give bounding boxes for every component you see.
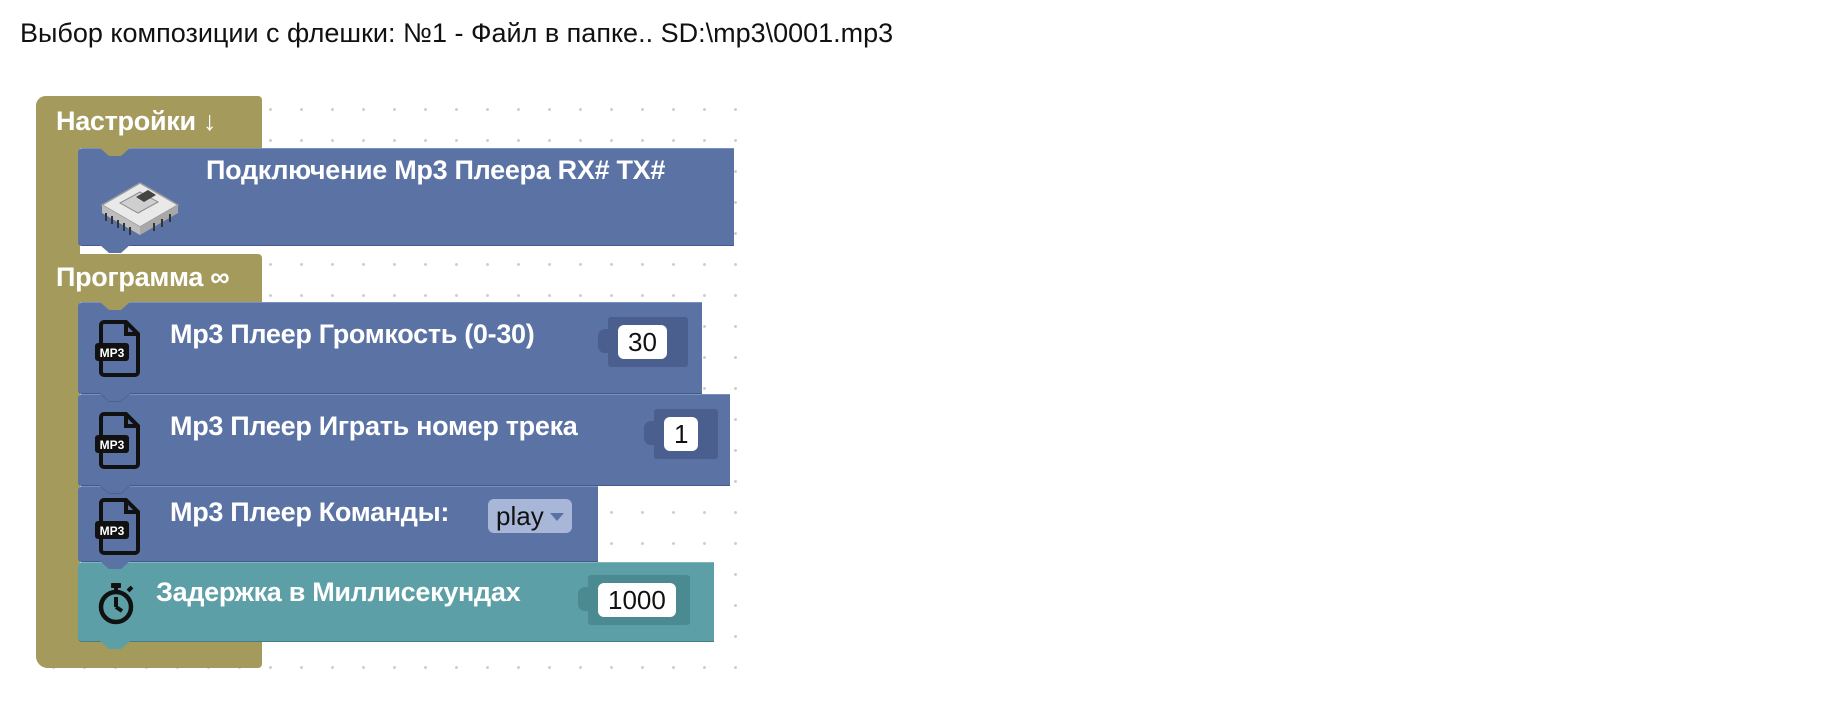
volume-value-socket: 30 bbox=[598, 317, 688, 367]
page-caption: Выбор композиции с флешки: №1 - Файл в п… bbox=[20, 18, 894, 48]
mp3-file-icon: MP3 bbox=[95, 498, 140, 555]
track-value-input[interactable]: 1 bbox=[664, 417, 699, 451]
program-block-header[interactable]: Программа ∞ bbox=[36, 254, 262, 302]
delay-block[interactable]: Задержка в Миллисекундах 1000 bbox=[78, 562, 714, 649]
mp3-connect-label: Подключение Mp3 Плеера RX# TX# bbox=[206, 155, 666, 185]
mp3-volume-block[interactable]: MP3 Mp3 Плеер Громкость (0-30) 30 bbox=[78, 302, 702, 401]
chevron-down-icon bbox=[549, 513, 564, 521]
mp3-play-track-block[interactable]: MP3 Mp3 Плеер Играть номер трека 1 bbox=[78, 394, 730, 493]
volume-value-input[interactable]: 30 bbox=[618, 325, 667, 359]
delay-value-input[interactable]: 1000 bbox=[598, 583, 676, 617]
command-dropdown-value: play bbox=[496, 500, 544, 531]
mp3-module-icon bbox=[100, 182, 180, 235]
block-notch bbox=[100, 148, 130, 156]
svg-text:MP3: MP3 bbox=[100, 346, 125, 360]
mp3-command-block[interactable]: MP3 Mp3 Плеер Команды: play bbox=[78, 486, 598, 569]
mp3-command-label: Mp3 Плеер Команды: bbox=[170, 497, 450, 527]
block-notch bbox=[100, 302, 130, 310]
mp3-play-track-label: Mp3 Плеер Играть номер трека bbox=[170, 411, 578, 441]
mp3-connect-block[interactable]: Подключение Mp3 Плеера RX# TX# bbox=[78, 148, 734, 253]
program-block-footer bbox=[36, 640, 262, 668]
settings-title: Настройки ↓ bbox=[56, 106, 217, 136]
command-dropdown[interactable]: play bbox=[488, 499, 572, 533]
delay-value-socket: 1000 bbox=[578, 575, 690, 625]
program-title: Программа ∞ bbox=[56, 262, 230, 292]
mp3-file-icon: MP3 bbox=[95, 412, 140, 469]
mp3-volume-label: Mp3 Плеер Громкость (0-30) bbox=[170, 319, 535, 349]
block-tab bbox=[100, 561, 130, 569]
track-value-socket: 1 bbox=[644, 409, 718, 459]
block-tab bbox=[100, 393, 130, 401]
block-tab bbox=[100, 485, 130, 493]
block-tab bbox=[100, 245, 130, 253]
delay-label: Задержка в Миллисекундах bbox=[156, 577, 521, 607]
mp3-file-icon: MP3 bbox=[95, 320, 140, 377]
stopwatch-icon bbox=[98, 583, 134, 625]
block-tab bbox=[100, 641, 130, 649]
svg-text:MP3: MP3 bbox=[100, 438, 125, 452]
setup-loop-block-spine[interactable] bbox=[36, 96, 80, 668]
svg-text:MP3: MP3 bbox=[100, 524, 125, 538]
settings-block-header[interactable]: Настройки ↓ bbox=[36, 96, 262, 148]
